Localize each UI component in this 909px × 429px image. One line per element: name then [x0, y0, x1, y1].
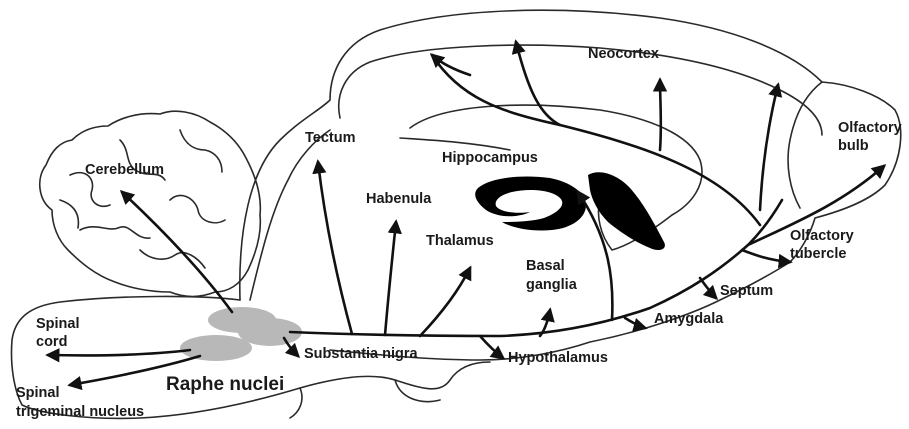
fiber-to-hypothalamus	[480, 336, 503, 358]
olfactory-bulb-boundary	[788, 82, 822, 208]
label-amygdala: Amygdala	[654, 311, 724, 327]
fiber-to-habenula	[385, 222, 396, 335]
label-basal-ganglia-line2: ganglia	[526, 277, 578, 293]
label-hippocampus: Hippocampus	[442, 150, 538, 166]
fiber-to-olfactory-tubercle	[742, 250, 790, 262]
cerebellum-folia	[60, 130, 225, 268]
labels: Neocortex Olfactory bulb Hippocampus Tec…	[16, 46, 902, 420]
midbrain-line	[250, 130, 330, 300]
fiber-to-neocortex-3	[760, 85, 778, 210]
label-olfactory-bulb-line2: bulb	[838, 138, 869, 154]
fiber-to-tectum	[318, 162, 352, 334]
label-tectum: Tectum	[305, 130, 356, 146]
label-raphe-nuclei: Raphe nuclei	[166, 374, 284, 395]
label-spinal-trigeminal-line2: trigeminal nucleus	[16, 404, 144, 420]
label-olfactory-bulb-line1: Olfactory	[838, 120, 902, 136]
projection-fibers	[48, 42, 884, 385]
fiber-to-septum	[700, 278, 716, 298]
fiber-to-spinal-cord	[48, 350, 190, 355]
hippocampus-shape	[475, 172, 665, 250]
label-spinal-trigeminal-line1: Spinal	[16, 385, 60, 401]
label-basal-ganglia-line1: Basal	[526, 258, 565, 274]
fiber-to-amygdala	[625, 318, 645, 328]
label-olfactory-tubercle-line1: Olfactory	[790, 228, 854, 244]
label-spinal-cord-line1: Spinal	[36, 316, 80, 332]
fiber-to-neocortex-1	[516, 42, 560, 125]
label-cerebellum: Cerebellum	[85, 162, 164, 178]
label-thalamus: Thalamus	[426, 233, 494, 249]
cortex-inner-boundary	[339, 45, 822, 135]
fiber-to-thalamus	[420, 268, 470, 336]
label-substantia-nigra: Substantia nigra	[304, 346, 419, 362]
label-septum: Septum	[720, 283, 773, 299]
hippocampus-dark-region	[588, 172, 665, 250]
pons-detail	[290, 380, 440, 418]
raphe-nuclei-group	[180, 307, 302, 361]
label-spinal-cord-line2: cord	[36, 334, 67, 350]
cerebellum-outline	[40, 111, 261, 296]
hippocampus-spiral	[475, 176, 586, 230]
label-olfactory-tubercle-line2: tubercle	[790, 246, 846, 262]
label-hypothalamus: Hypothalamus	[508, 350, 608, 366]
hippocampus-upper-line	[400, 138, 510, 150]
raphe-nucleus-blob	[180, 335, 252, 361]
label-habenula: Habenula	[366, 191, 432, 207]
fiber-to-neocortex-2	[660, 80, 661, 150]
label-neocortex: Neocortex	[588, 46, 659, 62]
